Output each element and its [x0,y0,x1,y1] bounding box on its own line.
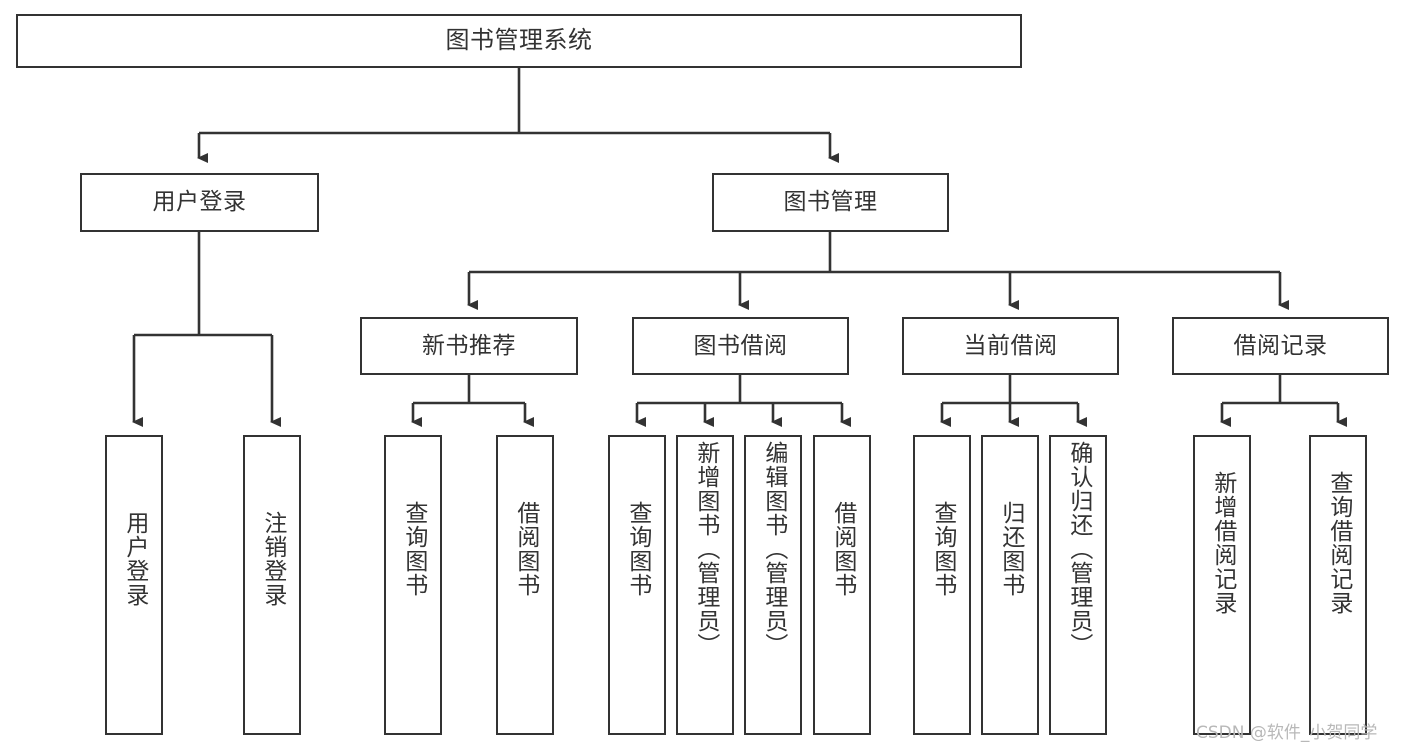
leaf-query-books-new-book[interactable]: 查询图书 [384,435,442,735]
node-label: 借阅图书 [512,501,539,597]
node-label: 图书借阅 [693,332,788,359]
leaf-user-login[interactable]: 用户登录 [105,435,163,735]
node-label: 归还图书 [997,501,1024,597]
csdn-watermark: CSDN @软件_小贺同学 [1196,723,1378,743]
node-label: 图书管理系统 [445,26,593,55]
node-label: 编辑图书（管理员） [760,441,787,657]
leaf-query-borrowing-record[interactable]: 查询借阅记录 [1309,435,1367,735]
node-label: 借阅图书 [829,501,856,597]
node-label: 查询图书 [929,501,956,597]
node-label: 当前借阅 [963,332,1058,359]
node-borrowing-records[interactable]: 借阅记录 [1172,317,1389,375]
node-label: 新书推荐 [422,332,516,359]
leaf-add-borrowing-record[interactable]: 新增借阅记录 [1193,435,1251,735]
node-label: 用户登录 [121,511,148,607]
node-label: 新增借阅记录 [1209,471,1236,615]
node-label: 用户登录 [152,189,247,216]
node-root-library-management-system[interactable]: 图书管理系统 [16,14,1022,68]
leaf-borrow-books-new-book[interactable]: 借阅图书 [496,435,554,735]
node-new-book-recommendation[interactable]: 新书推荐 [360,317,578,375]
node-book-management[interactable]: 图书管理 [712,173,949,232]
node-user-login[interactable]: 用户登录 [80,173,319,232]
leaf-logout[interactable]: 注销登录 [243,435,301,735]
leaf-edit-book-admin[interactable]: 编辑图书（管理员） [744,435,802,735]
node-label: 查询借阅记录 [1325,471,1352,615]
leaf-query-books-current[interactable]: 查询图书 [913,435,971,735]
node-current-borrowing[interactable]: 当前借阅 [902,317,1119,375]
leaf-return-books[interactable]: 归还图书 [981,435,1039,735]
node-label: 确认归还（管理员） [1065,441,1092,657]
node-label: 查询图书 [400,501,427,597]
leaf-borrow-books[interactable]: 借阅图书 [813,435,871,735]
node-label: 新增图书（管理员） [692,441,719,657]
node-label: 查询图书 [624,501,651,597]
node-label: 借阅记录 [1233,332,1328,359]
node-label: 注销登录 [259,511,286,607]
leaf-add-book-admin[interactable]: 新增图书（管理员） [676,435,734,735]
node-label: 图书管理 [783,189,878,216]
leaf-query-books-borrow[interactable]: 查询图书 [608,435,666,735]
node-book-borrowing[interactable]: 图书借阅 [632,317,849,375]
leaf-confirm-return-admin[interactable]: 确认归还（管理员） [1049,435,1107,735]
